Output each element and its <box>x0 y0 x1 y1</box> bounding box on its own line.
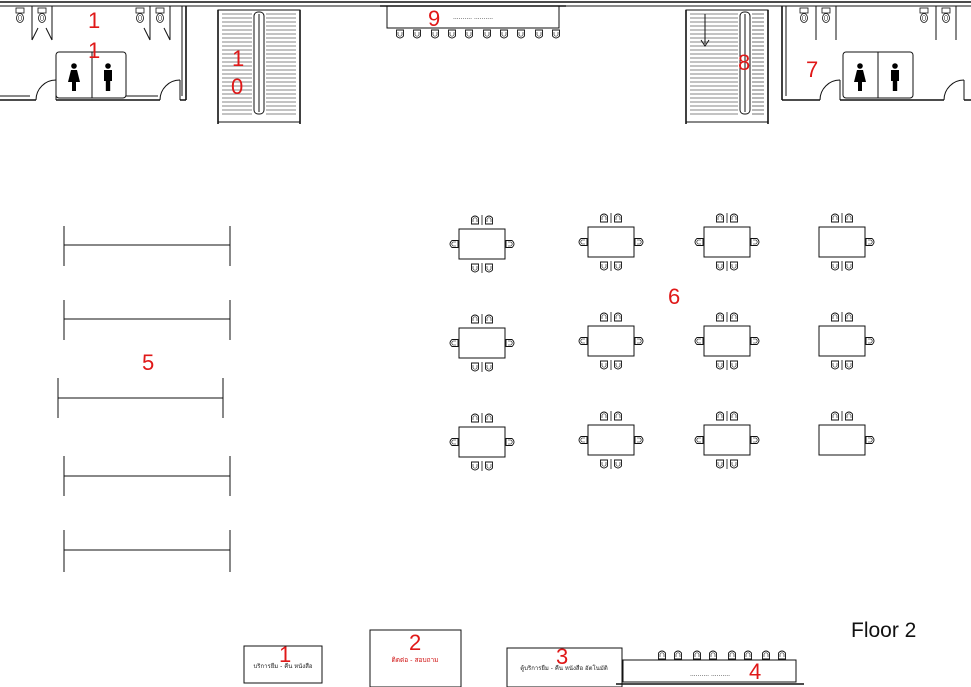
zone-label-3: 3 <box>556 644 568 669</box>
table-3-4 <box>819 411 874 455</box>
zone-label-1: 1 <box>279 642 291 667</box>
counter-chair <box>728 650 736 660</box>
table-3-1 <box>450 413 514 471</box>
svg-text:ติดต่อ - สอบถาม: ติดต่อ - สอบถาม <box>392 656 439 664</box>
benches <box>57 226 231 572</box>
table-3-2 <box>579 411 643 469</box>
zone-label-5: 5 <box>142 350 154 375</box>
zone-label-2: 2 <box>409 630 421 655</box>
table-1-3 <box>695 213 759 271</box>
booth-3: ตู้บริการยืม - คืน หนังสือ อัตโนมัติ <box>506 647 623 687</box>
counter-chair <box>553 30 560 38</box>
table-2-2 <box>579 312 643 370</box>
floor-label: Floor 2 <box>851 619 916 642</box>
restroom-left <box>0 6 187 101</box>
counter-chair <box>484 30 491 38</box>
counter-chair <box>658 650 666 660</box>
stair-left <box>217 9 301 124</box>
restroom-right <box>781 6 971 101</box>
counter-chair <box>744 650 752 660</box>
table-2-3 <box>695 312 759 370</box>
zone-label-10-b: 0 <box>231 74 243 99</box>
counter-chair <box>709 650 717 660</box>
top-counter-label: .......... .......... <box>453 14 493 21</box>
table-1-1 <box>450 215 514 273</box>
table-3-3 <box>695 411 759 469</box>
svg-text:บริการยืม - คืน หนังสือ: บริการยืม - คืน หนังสือ <box>254 662 313 670</box>
counter-chair <box>762 650 770 660</box>
table-2-1 <box>450 314 514 372</box>
counter-chair <box>693 650 701 660</box>
counter-chair <box>414 30 421 38</box>
zone-label-9: 9 <box>428 6 440 31</box>
counter-chair <box>536 30 543 38</box>
reading-tables <box>450 213 874 471</box>
stair-right <box>685 9 769 124</box>
table-2-4 <box>819 312 874 370</box>
zone-label-8: 8 <box>738 50 750 75</box>
top-counter: .......... .......... <box>380 5 566 38</box>
counter-chair <box>778 650 786 660</box>
counter-chair <box>449 30 456 38</box>
booth-2: ติดต่อ - สอบถาม <box>369 629 462 687</box>
zone-label-1-left-b: 1 <box>88 38 100 63</box>
counter-chair <box>466 30 473 38</box>
zone-label-10-a: 1 <box>232 46 244 71</box>
zone-label-1-left-a: 1 <box>88 8 100 33</box>
counter-chair <box>397 30 404 38</box>
zone-label-7: 7 <box>806 57 818 82</box>
booth-4: .......... .......... <box>616 650 804 685</box>
counter-chair <box>674 650 682 660</box>
svg-text:.......... ..........: .......... .......... <box>690 671 730 678</box>
counter-chair <box>432 30 439 38</box>
table-1-4 <box>819 213 874 271</box>
svg-text:ตู้บริการยืม - คืน หนังสือ อัต: ตู้บริการยืม - คืน หนังสือ อัตโนมัติ <box>520 664 608 672</box>
counter-chair <box>501 30 508 38</box>
booth-1: บริการยืม - คืน หนังสือ <box>243 645 323 684</box>
table-1-2 <box>579 213 643 271</box>
zone-label-4: 4 <box>749 659 761 684</box>
zone-label-6: 6 <box>668 284 680 309</box>
counter-chair <box>518 30 525 38</box>
